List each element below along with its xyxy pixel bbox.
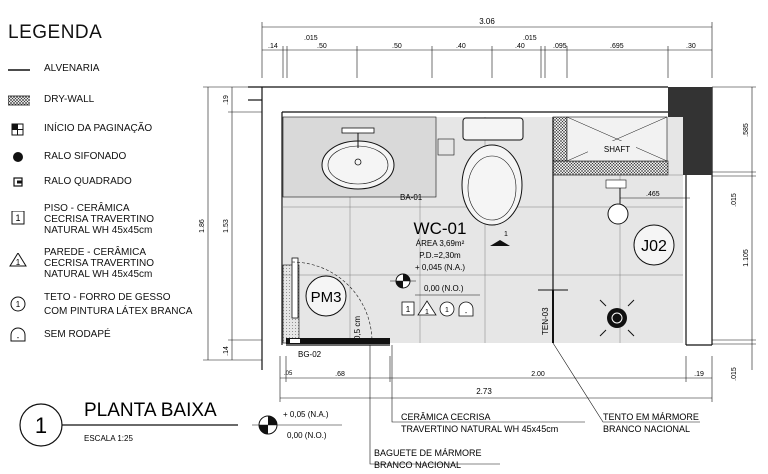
north-mark: 1: [504, 231, 508, 238]
legend-label: RALO SIFONADO: [44, 151, 127, 162]
callout-tento-1: TENTO EM MÁRMORE: [603, 412, 699, 422]
room-pd: P.D.=2,30m: [419, 251, 461, 260]
ralo-quadrado-icon: [13, 177, 23, 187]
legend-label: NATURAL WH 45x45cm: [44, 269, 153, 280]
legend-label: INÍCIO DA PAGINAÇÃO: [44, 123, 153, 134]
toilet-tank: [462, 117, 524, 141]
right-dimensions: [712, 86, 756, 370]
dim-top-i: .695: [610, 43, 624, 50]
legend-title: LEGENDA: [8, 22, 103, 43]
dim-bottom-c: 2.00: [531, 371, 545, 378]
parede-tag-icon: 1: [9, 253, 27, 267]
ten-label: TEN-03: [541, 307, 550, 335]
tag-parede: 1: [425, 309, 429, 316]
title-scale: ESCALA 1:25: [84, 434, 133, 443]
dim-left-a: .19: [223, 95, 230, 105]
legend-label: SEM RODAPÉ: [44, 329, 111, 340]
legend-label: COM PINTURA LÁTEX BRANCA: [44, 306, 193, 317]
door-swing: [291, 261, 373, 343]
dim-bottom-total: 2.73: [476, 387, 492, 396]
teto-tag-icon: 1: [10, 296, 26, 312]
dim-right-d: .015: [731, 367, 738, 381]
pm3-tag: [305, 275, 347, 317]
legend-label: RALO QUADRADO: [44, 176, 132, 187]
legend-label: PAREDE - CERÂMICA: [44, 247, 147, 258]
bg-label: BG-02: [298, 350, 322, 359]
room-level-no: 0,00 (N.O.): [424, 284, 464, 293]
callout-ceramica-1: CERÂMICA CECRISA: [401, 412, 491, 422]
dim-bottom-b: .68: [335, 371, 345, 378]
faucet-icon: [341, 127, 375, 134]
left-dimensions: [203, 86, 262, 361]
tag-rodape: -: [465, 310, 468, 317]
dim-top-b: .015: [304, 35, 318, 42]
j02-tag: [633, 224, 675, 266]
legend-label: CECRISA TRAVERTINO: [44, 214, 155, 225]
dim-top-g: .40: [515, 43, 525, 50]
room-name: WC-01: [414, 219, 467, 238]
toilet-bowl: [461, 144, 523, 226]
room-level: + 0,045 (N.A.): [415, 263, 465, 272]
dim-left-total: 1.86: [199, 219, 206, 233]
title-level-no: 0,00 (N.O.): [287, 431, 327, 440]
dim-top-total: 3.06: [479, 17, 495, 26]
piso-tag-number: 1: [15, 213, 20, 223]
legend-label: NATURAL WH 45x45cm: [44, 225, 153, 236]
callout-lines: [369, 342, 700, 465]
bottom-dimensions: [279, 356, 713, 402]
legend-label: TETO - FORRO DE GESSO: [44, 292, 171, 303]
dim-top-f: .015: [523, 35, 537, 42]
tag-teto: 1: [445, 307, 449, 314]
piso-tag-icon: 1: [11, 211, 25, 225]
dim-right-c: 1.105: [743, 249, 750, 267]
legend-label: PISO - CERÂMICA: [44, 203, 130, 214]
dim-top-h: .095: [553, 43, 567, 50]
legend-label: CECRISA TRAVERTINO: [44, 258, 155, 269]
dim-top-j: .30: [686, 43, 696, 50]
parede-tag-number: 1: [16, 258, 21, 267]
legend-label: DRY-WALL: [44, 94, 95, 105]
top-dimensions: [261, 22, 713, 78]
dim-left-b: 1.53: [223, 219, 230, 233]
j02-label: J02: [641, 238, 667, 255]
alvenaria-symbol: [8, 69, 30, 71]
dim-bottom-a: .05: [284, 371, 293, 377]
legend-label: ALVENARIA: [44, 63, 100, 74]
callout-baguete-1: BAGUETE DE MÁRMORE: [374, 448, 482, 458]
callout-ceramica-2: TRAVERTINO NATURAL WH 45x45cm: [401, 424, 558, 434]
ba-label: BA-01: [400, 193, 423, 202]
dim-left-c: .14: [223, 346, 230, 356]
dim-top-d: .50: [392, 43, 402, 50]
paginacao-icon: [11, 123, 24, 136]
shower-head: [607, 203, 629, 225]
drywall-symbol: [8, 95, 30, 106]
teto-tag-number: 1: [16, 300, 21, 309]
dim-bottom-d: .19: [694, 371, 704, 378]
dim-top-e: .40: [456, 43, 466, 50]
callout-tento-2: BRANCO NACIONAL: [603, 424, 690, 434]
dim-right-b: .015: [731, 193, 738, 207]
dim-top-a: .14: [268, 43, 278, 50]
dim-top-c: .50: [317, 43, 327, 50]
pm3-label: PM3: [311, 289, 342, 306]
title-main: PLANTA BAIXA: [84, 400, 217, 421]
north-arrow-icon: [490, 240, 510, 246]
dim-right-a: .585: [743, 123, 750, 137]
rodape-tag-number: -: [17, 333, 20, 342]
rodape-tag-icon: -: [10, 327, 26, 342]
shaft-label: SHAFT: [604, 145, 630, 154]
ralo-sifonado-icon: [13, 152, 23, 162]
door-dim: 0,5 cm: [353, 316, 362, 340]
tag-piso: 1: [406, 305, 411, 314]
title-number: 1: [35, 413, 47, 438]
ralo-sifonado-icon: [607, 308, 627, 328]
dim-shaft: .465: [646, 191, 660, 198]
callout-baguete-2: BRANCO NACIONAL: [374, 460, 461, 470]
drywall-hatch: [552, 116, 568, 162]
title-level-na: + 0,05 (N.A.): [283, 410, 329, 419]
room-area: ÁREA 3,69m²: [416, 239, 465, 248]
